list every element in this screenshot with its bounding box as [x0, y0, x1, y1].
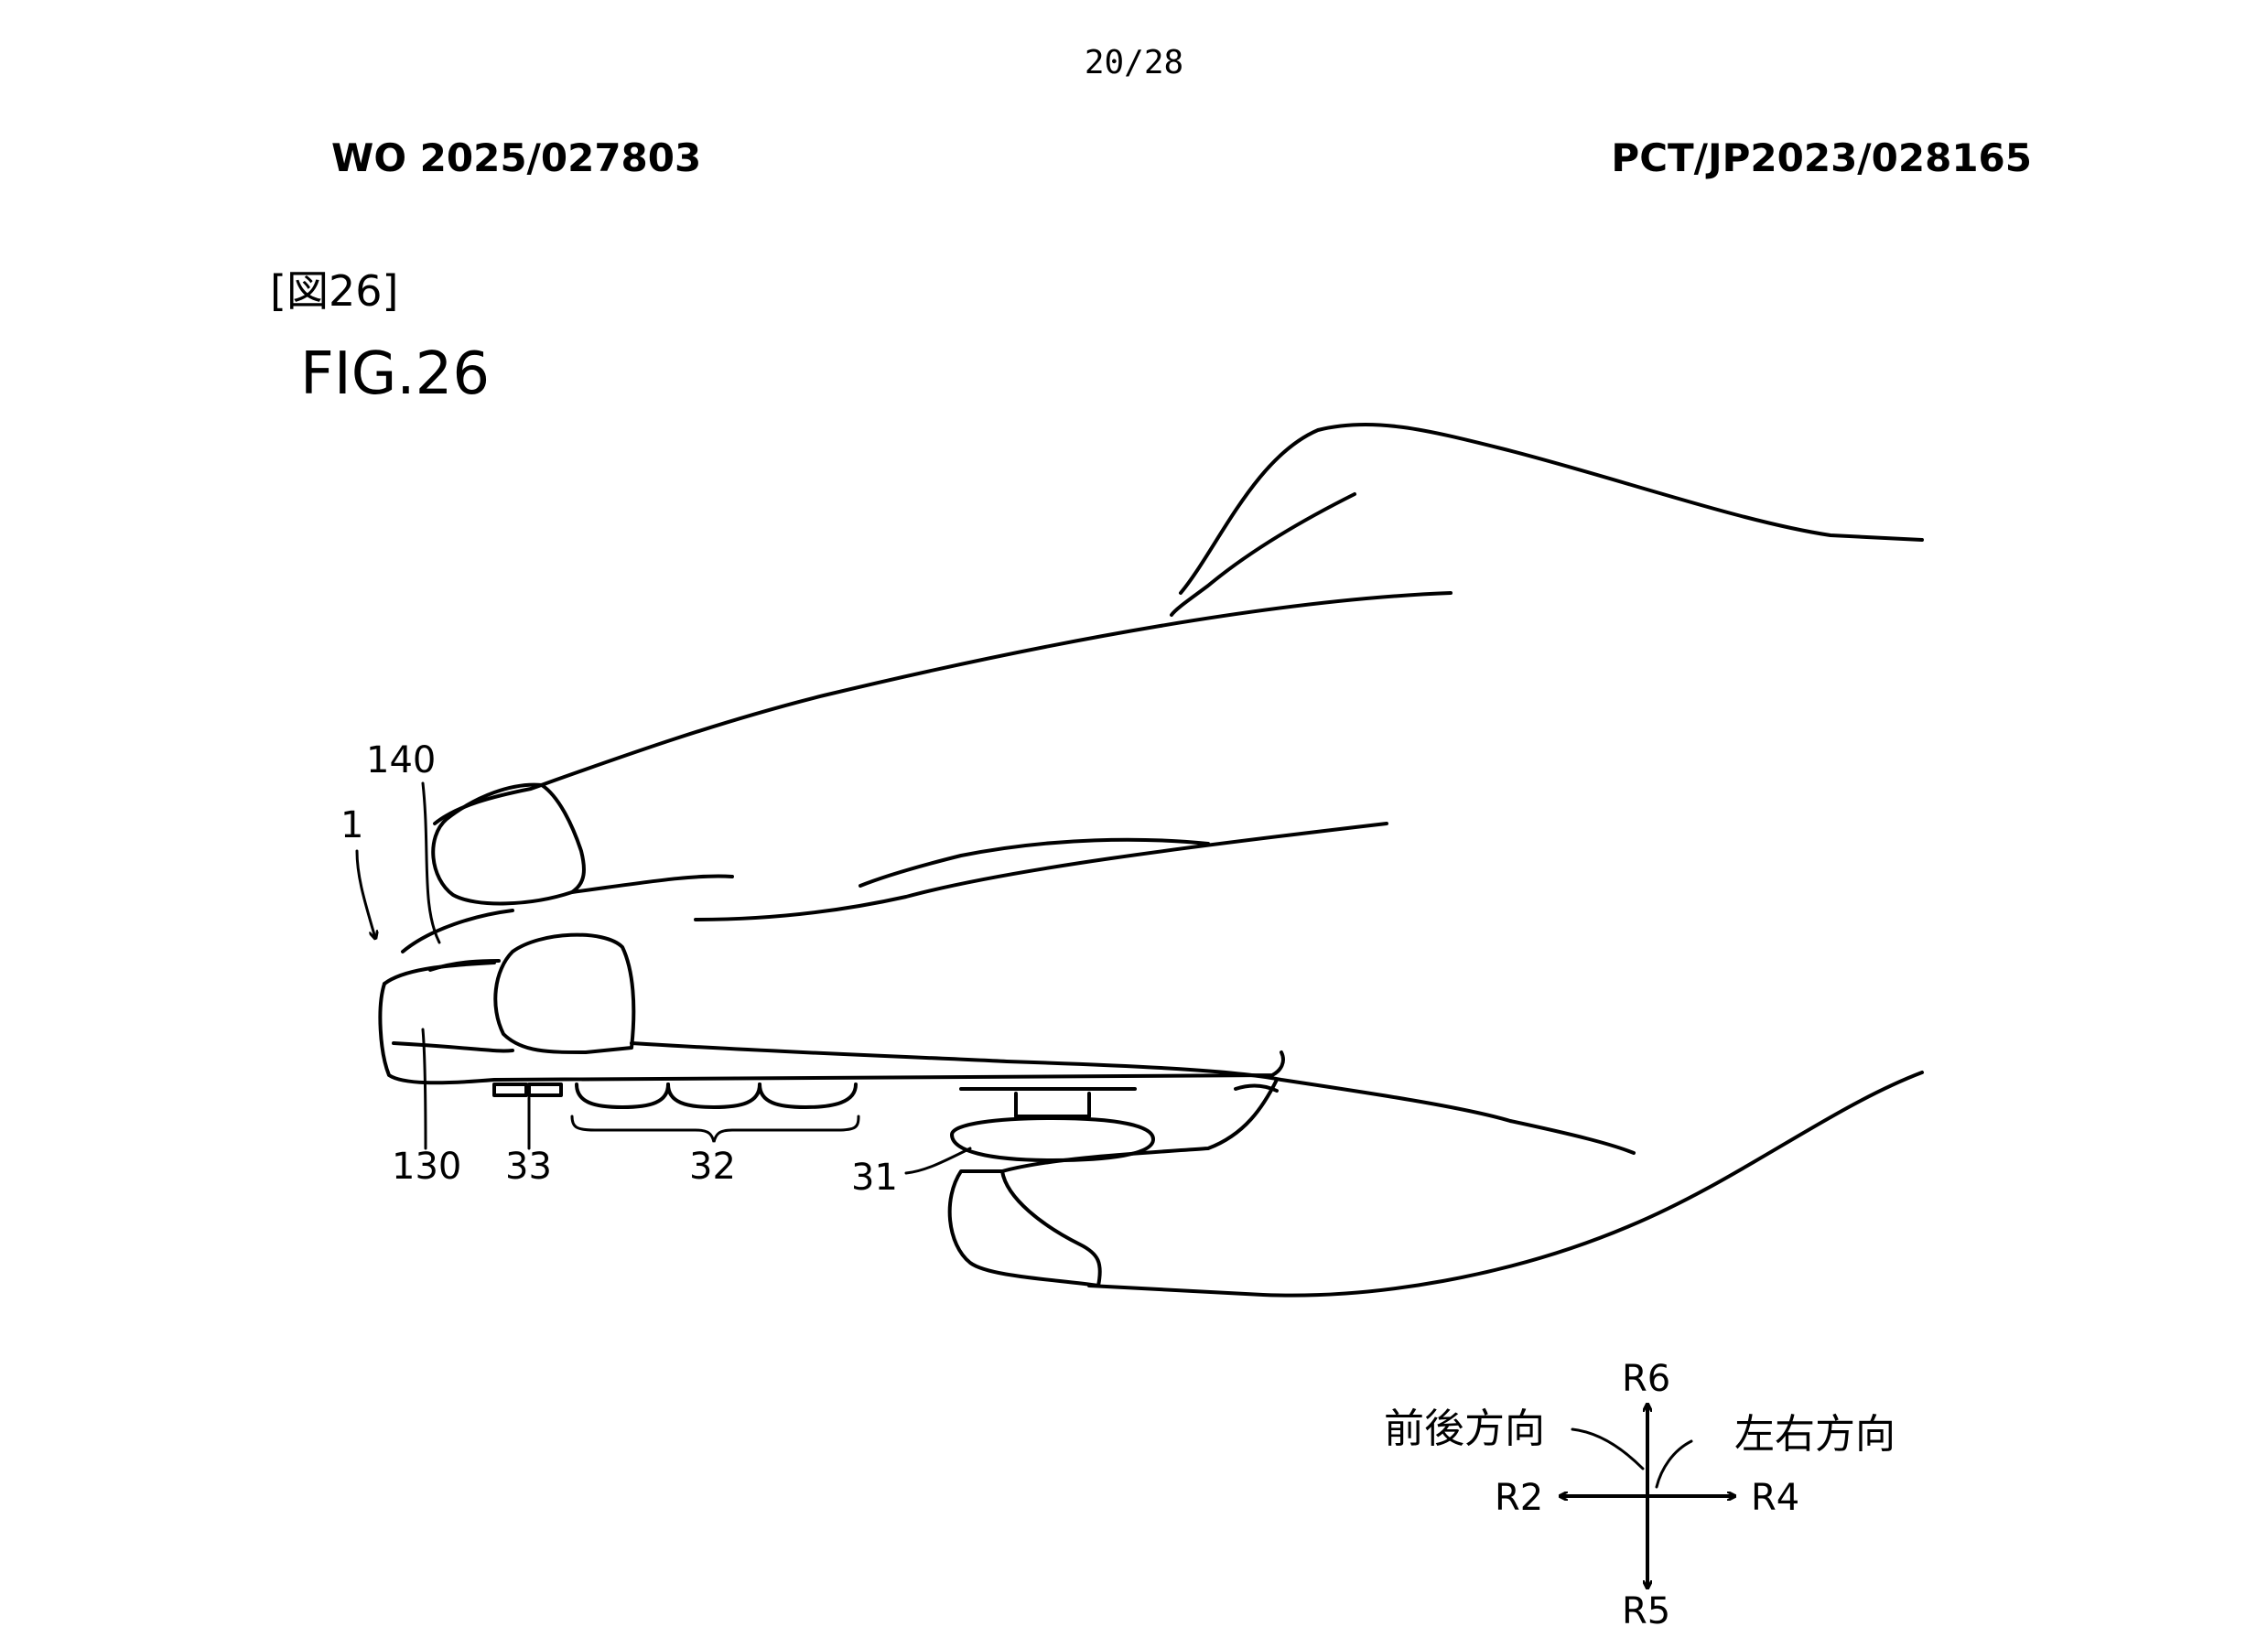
- label-32: 32: [689, 1146, 736, 1188]
- direction-r6: R6: [1622, 1358, 1670, 1400]
- left-right-direction-label: 左右方向: [1734, 1411, 1895, 1458]
- figure-label-japanese: [図26]: [270, 266, 399, 316]
- label-33: 33: [505, 1146, 552, 1188]
- label-1: 1: [340, 804, 363, 846]
- direction-r4: R4: [1751, 1477, 1799, 1519]
- publication-number: WO 2025/027803: [331, 135, 702, 180]
- page-number: 20/28: [1084, 44, 1184, 81]
- hand-illustration: [431, 422, 1924, 1298]
- front-back-direction-label: 前後方向: [1384, 1406, 1545, 1452]
- direction-r5: R5: [1622, 1590, 1670, 1632]
- label-31: 31: [851, 1157, 898, 1199]
- label-130: 130: [392, 1146, 461, 1188]
- controller-device: [378, 909, 1285, 1162]
- figure-label: FIG.26: [300, 340, 491, 408]
- label-140: 140: [366, 739, 436, 781]
- direction-r2: R2: [1495, 1477, 1543, 1519]
- application-number: PCT/JP2023/028165: [1611, 135, 2032, 180]
- direction-legend: R6 R5 R2 R4 前後方向 左右方向: [1384, 1358, 1895, 1632]
- reference-labels: 140 1 130 33 32 31: [340, 739, 972, 1199]
